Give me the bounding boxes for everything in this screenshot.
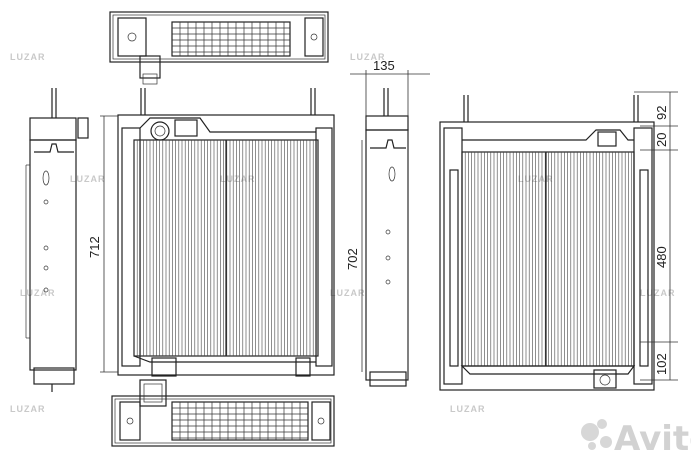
- watermark: LUZAR: [20, 288, 56, 298]
- dimension-label: 92: [654, 106, 669, 120]
- dimension-label: 480: [654, 246, 669, 268]
- watermark: LUZAR: [10, 52, 46, 62]
- left-side-view: [25, 88, 89, 392]
- bottom-view: [111, 379, 335, 447]
- top-view-body: [109, 11, 329, 63]
- dimension-label: 102: [654, 353, 669, 375]
- top-core-grid: [171, 21, 291, 57]
- watermark: LUZAR: [220, 174, 256, 184]
- bottom-core-grid: [171, 401, 309, 441]
- watermark: LUZAR: [350, 52, 386, 62]
- filler-cap: [150, 121, 170, 141]
- side-panel: [29, 139, 77, 371]
- watermark: LUZAR: [450, 404, 486, 414]
- dimension-135: 135: [350, 58, 430, 120]
- watermark: LUZAR: [518, 174, 554, 184]
- watermark: LUZAR: [10, 404, 46, 414]
- avito-logo: Avito: [581, 419, 691, 459]
- dimension-712: 712: [87, 115, 118, 373]
- bottom-view-body: [111, 395, 335, 447]
- dimension-chain-right: 92 20 480 102: [634, 91, 678, 381]
- dimension-702: 702: [345, 140, 363, 372]
- filler-neck: [139, 55, 161, 79]
- dimension-label: 135: [373, 58, 395, 73]
- rear-view: [439, 95, 655, 391]
- watermark: LUZAR: [330, 288, 366, 298]
- top-view: [109, 11, 329, 85]
- watermark: LUZAR: [640, 288, 676, 298]
- dimension-label: 20: [654, 133, 669, 147]
- rear-frame: [439, 121, 655, 391]
- side-panel-right: [365, 129, 409, 381]
- watermark-layer: LUZAR LUZAR LUZAR LUZAR LUZAR LUZAR LUZA…: [10, 52, 676, 414]
- watermark: LUZAR: [70, 174, 106, 184]
- avito-wordmark: Avito: [614, 419, 691, 459]
- dimension-label: 702: [345, 248, 360, 270]
- right-side-view: [365, 88, 409, 387]
- front-view: [117, 88, 335, 377]
- front-frame: [117, 114, 335, 376]
- outlet-neck: [139, 379, 167, 407]
- dimension-label: 712: [87, 236, 102, 258]
